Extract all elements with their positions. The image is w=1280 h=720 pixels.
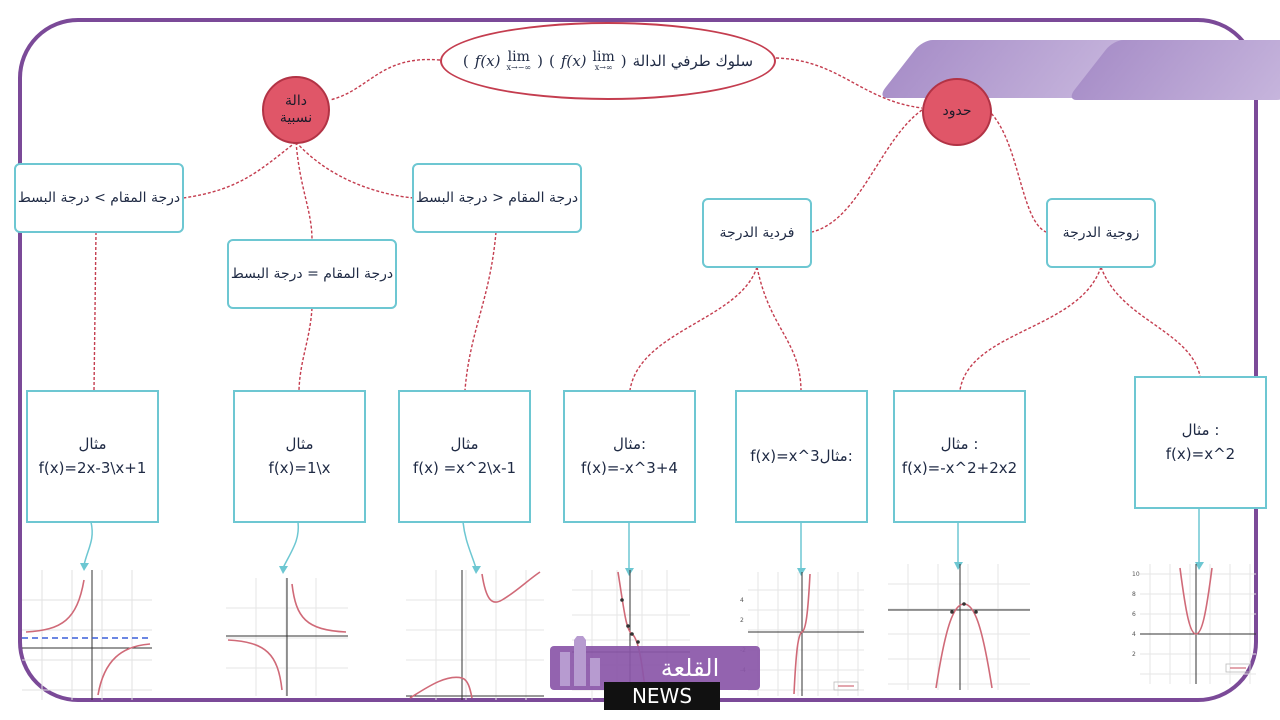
rational-function-node: دالة نسبية [262, 76, 330, 144]
graph-rational-oblique [406, 570, 544, 700]
example-box-5: f(x)=x^3مثال: [735, 390, 868, 523]
graph-rational-hyperbola-shifted [22, 570, 152, 700]
svg-text:6: 6 [1132, 611, 1136, 618]
root-node: سلوك طرفي الدالة ( lim x→∞ f(x) ) ( lim … [440, 22, 776, 100]
case-odd-degree: فردية الدرجة [702, 198, 812, 268]
case-denominator-greater: درجة المقام > درجة البسط [14, 163, 184, 233]
example-box-4: مثال: f(x)=-x^3+4 [563, 390, 696, 523]
example-box-2: مثال f(x)=1\x [233, 390, 366, 523]
svg-text:2: 2 [740, 617, 744, 624]
alqalaa-news-logo: القلعة NEWS [550, 636, 760, 710]
graph-cubic: 42-2-4 [740, 572, 864, 696]
limit-left: lim x→−∞ [506, 49, 532, 72]
logo-news-text: NEWS [632, 684, 692, 708]
graph-reciprocal [226, 578, 348, 696]
root-text: سلوك طرفي الدالة [632, 52, 754, 70]
case-denominator-less: درجة المقام < درجة البسط [412, 163, 582, 233]
svg-text:2: 2 [1132, 651, 1136, 658]
graph-negative-quadratic [888, 564, 1030, 690]
case-denominator-equal: درجة المقام = درجة البسط [227, 239, 397, 309]
polynomial-function-node: حدود [922, 78, 992, 146]
case-even-degree: زوجية الدرجة [1046, 198, 1156, 268]
graph-quadratic: 10 8 6 4 2 [1132, 564, 1256, 684]
example-box-6: مثال : f(x)=-x^2+2x2 [893, 390, 1026, 523]
svg-text:4: 4 [740, 597, 744, 604]
svg-text:4: 4 [1132, 631, 1136, 638]
svg-text:8: 8 [1132, 591, 1136, 598]
svg-text:10: 10 [1132, 571, 1140, 578]
example-box-7: مثال : f(x)=x^2 [1134, 376, 1267, 509]
logo-arabic-text: القلعة [661, 654, 720, 682]
example-box-3: مثال f(x) =x^2\x-1 [398, 390, 531, 523]
limit-right: lim x→∞ [592, 49, 615, 72]
example-box-1: مثال f(x)=2x-3\x+1 [26, 390, 159, 523]
